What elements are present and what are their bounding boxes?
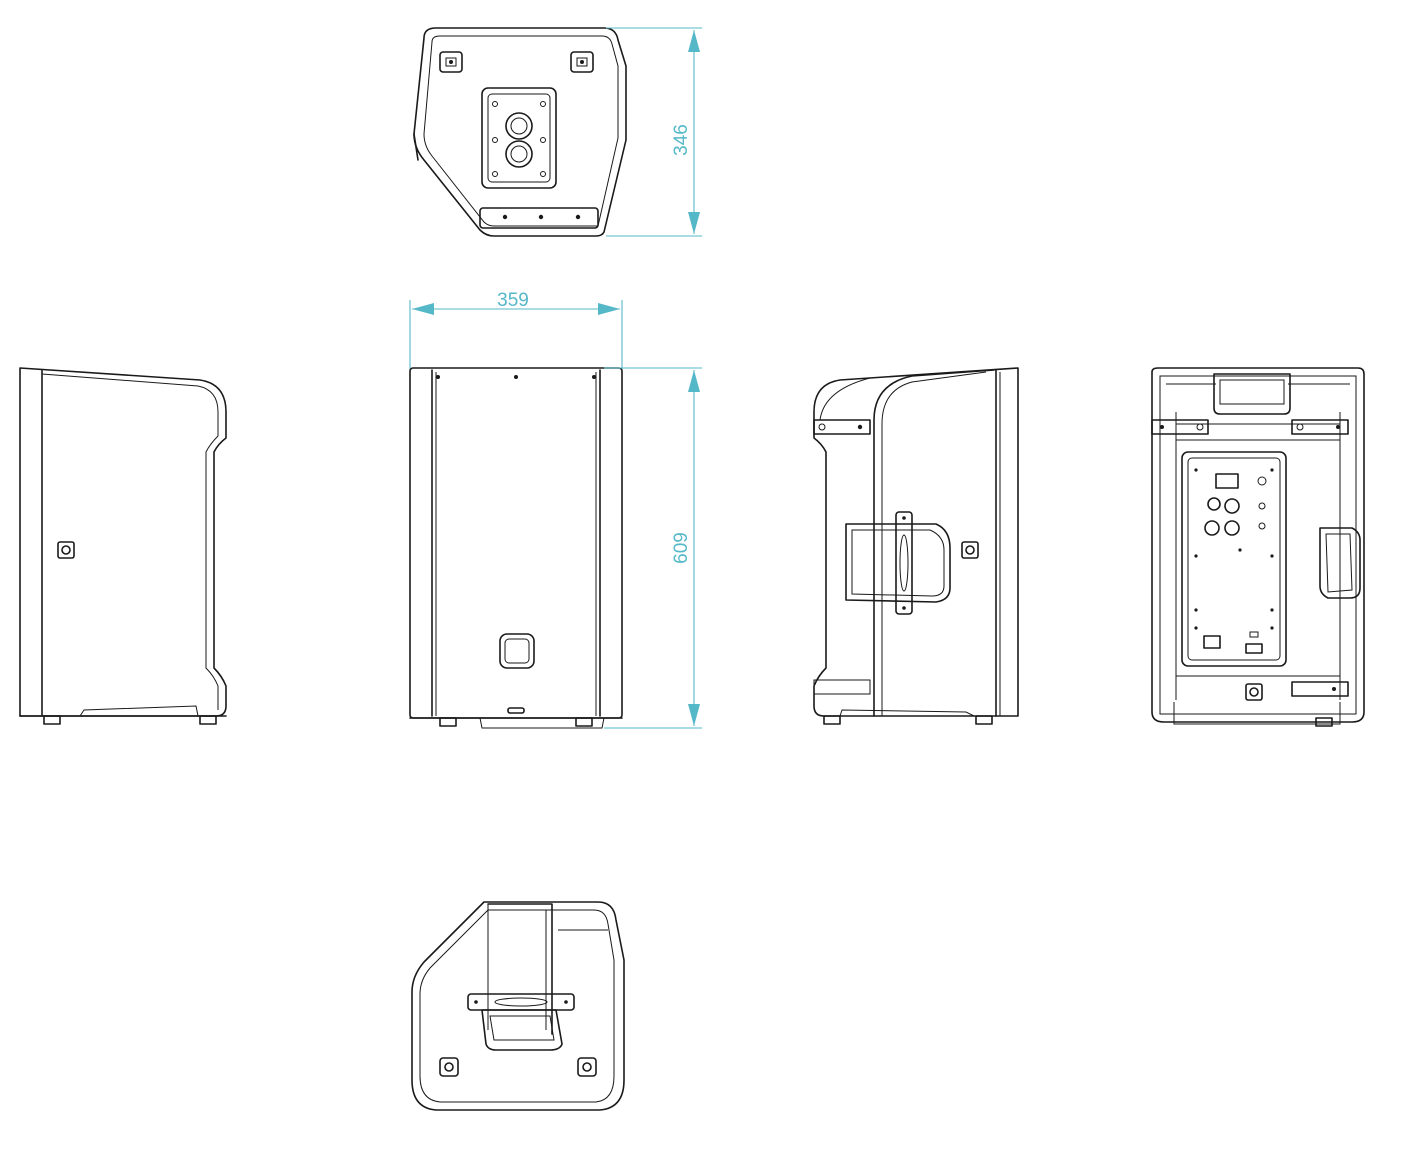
xlr-input-icon [1224,520,1240,536]
top-handle [1213,373,1291,415]
bottom-handle [481,1009,563,1051]
front-view [409,367,623,729]
dimension-depth: 346 [606,27,702,237]
xlr-input-icon [1224,498,1240,514]
rigging-bracket [1291,419,1349,435]
side-handle [1319,527,1361,599]
bottom-view [411,901,625,1111]
power-inlet-icon [1203,635,1221,649]
top-view [413,27,627,237]
width-dimension-label: 359 [497,290,529,311]
rigging-bracket [1151,419,1209,435]
rigging-point-icon [570,51,594,73]
depth-dimension-label: 346 [671,124,692,156]
dimension-width: 359 [409,290,623,370]
rigging-point-icon [961,541,979,559]
side-handle [845,511,951,615]
amplifier-panel [1181,451,1287,667]
rear-view [1151,367,1365,727]
rigging-point-icon [1245,683,1263,701]
dimension-height: 609 [604,367,702,729]
display-screen [1215,473,1239,489]
rigging-point-icon [577,1057,597,1077]
rigging-bracket [813,419,871,435]
xlr-input-icon [1204,520,1220,536]
volume-knob-icon [1257,476,1267,486]
rigging-point-icon [439,51,463,73]
handle-bracket [467,993,575,1011]
side-view-right [813,367,1019,725]
handle-recess [499,633,535,669]
power-switch-icon [1245,643,1263,654]
side-view-left [19,367,227,725]
rigging-point-icon [57,541,75,559]
height-dimension-label: 609 [671,532,692,564]
rigging-point-icon [439,1057,459,1077]
connector-panel [481,87,557,189]
rigging-bracket [1291,681,1349,697]
